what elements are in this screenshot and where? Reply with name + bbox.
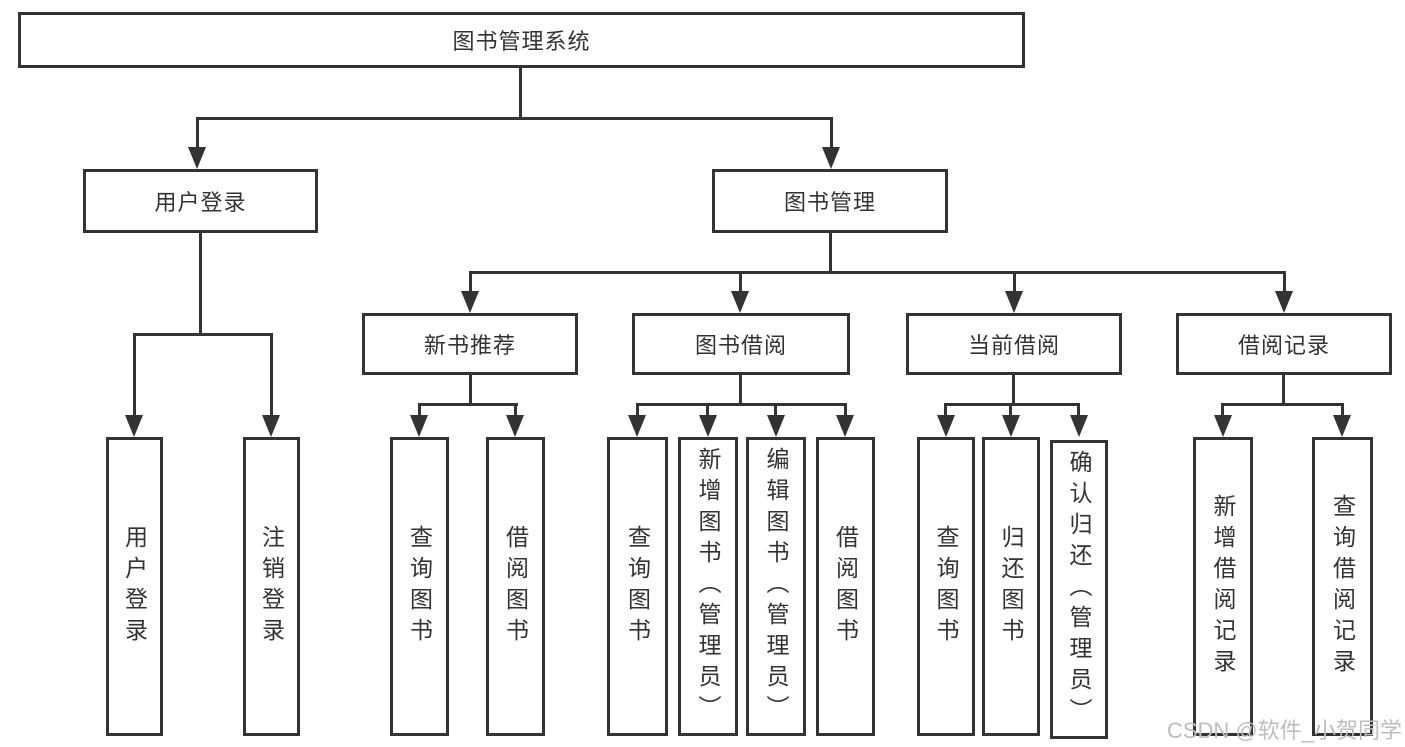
node-bb-edit-books-admin: 编辑图书（管理员）: [746, 437, 806, 736]
connector-arrowhead: [937, 415, 955, 437]
connector-line: [739, 375, 742, 405]
connector-line: [514, 403, 517, 417]
connector-line: [944, 403, 947, 417]
connector-arrowhead: [699, 415, 717, 437]
node-label: 新增借阅记录: [1210, 493, 1236, 680]
node-label: 新书推荐: [423, 333, 516, 358]
node-label: 用户登录: [154, 190, 247, 215]
node-borrowing-records: 借阅记录: [1176, 313, 1392, 375]
connector-line: [196, 117, 833, 120]
node-bb-query-books: 查询图书: [607, 437, 668, 736]
node-nbr-borrow-books: 借阅图书: [486, 437, 545, 736]
connector-line: [418, 403, 518, 406]
connector-arrowhead: [410, 415, 428, 437]
node-label: 确认归还（管理员）: [1066, 450, 1092, 729]
node-label: 查询图书: [933, 524, 959, 649]
node-ul-user-login: 用户登录: [106, 437, 163, 736]
node-label: 图书管理: [783, 190, 876, 215]
node-br-query-record: 查询借阅记录: [1312, 437, 1373, 736]
connector-line: [1341, 403, 1344, 417]
node-br-add-record: 新增借阅记录: [1193, 437, 1253, 736]
connector-arrowhead: [1002, 415, 1020, 437]
connector-line: [133, 333, 273, 336]
node-label: 图书管理系统: [452, 29, 591, 54]
node-label: 借阅记录: [1237, 333, 1330, 358]
node-label: 新增图书（管理员）: [695, 447, 721, 726]
connector-arrowhead: [1005, 291, 1023, 313]
connector-line: [1009, 403, 1012, 417]
node-label: 查询图书: [406, 524, 433, 649]
connector-line: [636, 403, 639, 417]
connector-arrowhead: [1214, 415, 1232, 437]
connector-arrowhead: [628, 415, 646, 437]
connector-line: [469, 271, 472, 293]
node-label: 查询图书: [624, 524, 651, 649]
connector-arrowhead: [1070, 415, 1088, 437]
connector-line: [418, 403, 421, 417]
node-ul-logout: 注销登录: [243, 437, 300, 736]
connector-line: [1221, 403, 1343, 406]
node-cb-query-books: 查询图书: [917, 437, 975, 736]
connector-arrowhead: [262, 415, 280, 437]
node-label: 编辑图书（管理员）: [763, 447, 789, 726]
node-user-login: 用户登录: [83, 169, 318, 233]
connector-line: [1283, 271, 1286, 293]
node-library-management-system: 图书管理系统: [18, 12, 1025, 68]
connector-arrowhead: [1275, 291, 1293, 313]
connector-line: [944, 403, 1080, 406]
node-cb-confirm-return-admin: 确认归还（管理员）: [1050, 440, 1108, 739]
node-label: 当前借阅: [967, 333, 1060, 358]
node-current-borrowing: 当前借阅: [906, 313, 1122, 375]
connector-line: [1282, 375, 1285, 405]
connector-line: [133, 333, 136, 417]
connector-line: [196, 117, 199, 149]
connector-line: [706, 403, 709, 417]
node-label: 借阅图书: [832, 524, 859, 649]
connector-arrowhead: [188, 147, 206, 169]
connector-arrowhead: [506, 415, 524, 437]
connector-arrowhead: [836, 415, 854, 437]
connector-line: [469, 271, 1286, 274]
connector-line: [469, 375, 472, 405]
connector-line: [829, 233, 832, 274]
connector-line: [739, 271, 742, 293]
node-cb-return-books: 归还图书: [982, 437, 1040, 736]
node-label: 注销登录: [258, 524, 285, 649]
node-bb-borrow-books: 借阅图书: [816, 437, 875, 736]
node-bb-add-books-admin: 新增图书（管理员）: [678, 437, 738, 736]
connector-line: [830, 117, 833, 149]
node-label: 归还图书: [998, 524, 1024, 649]
connector-line: [1221, 403, 1224, 417]
connector-arrowhead: [731, 291, 749, 313]
node-nbr-query-books: 查询图书: [390, 437, 449, 736]
connector-arrowhead: [1333, 415, 1351, 437]
connector-line: [1013, 271, 1016, 293]
connector-line: [199, 233, 202, 336]
connector-line: [774, 403, 777, 417]
connector-arrowhead: [767, 415, 785, 437]
connector-line: [519, 68, 522, 119]
connector-arrowhead: [461, 291, 479, 313]
node-label: 借阅图书: [502, 524, 529, 649]
connector-arrowhead: [125, 415, 143, 437]
connector-line: [1077, 403, 1080, 417]
connector-line: [636, 403, 846, 406]
node-label: 查询借阅记录: [1329, 493, 1356, 680]
watermark: CSDN @软件_小贺同学: [1166, 718, 1402, 743]
connector-arrowhead: [822, 147, 840, 169]
connector-line: [844, 403, 847, 417]
node-book-management: 图书管理: [712, 169, 948, 233]
node-new-book-recommendation: 新书推荐: [362, 313, 578, 375]
connector-line: [1012, 375, 1015, 405]
connector-line: [270, 333, 273, 417]
node-label: 用户登录: [121, 524, 148, 649]
node-book-borrowing: 图书借阅: [632, 313, 850, 375]
node-label: 图书借阅: [694, 333, 787, 358]
